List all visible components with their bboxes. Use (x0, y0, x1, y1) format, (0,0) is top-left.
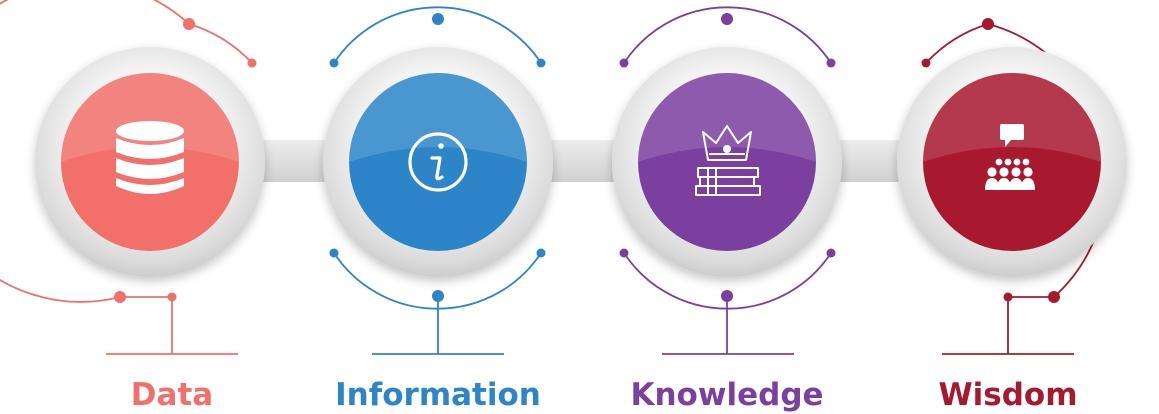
knowledge-dot (619, 58, 629, 68)
stage-label-knowledge: Knowledge (630, 377, 824, 413)
knowledge-dot (826, 58, 836, 68)
knowledge-disc-shine (638, 73, 816, 162)
data-dot (114, 291, 126, 303)
crown-books-icon (695, 125, 761, 196)
wisdom-top-arc (925, 23, 989, 64)
audience-presentation-icon (985, 124, 1035, 190)
stage-label-information: Information (335, 377, 541, 413)
data-disc (61, 73, 239, 251)
data-disc-shine (61, 73, 239, 162)
info-icon (408, 132, 468, 192)
stage-data (0, 0, 265, 355)
information-dot (432, 13, 444, 25)
knowledge-disc (638, 73, 816, 251)
wisdom-dot (982, 18, 994, 30)
knowledge-top-arc (623, 6, 832, 64)
information-dot (329, 58, 339, 68)
information-dot (536, 58, 546, 68)
stage-information (323, 6, 553, 355)
data-outer-arc (0, 0, 190, 303)
stage-wisdom (897, 18, 1127, 355)
stage-label-data: Data (130, 377, 214, 413)
wisdom-dot (1048, 291, 1060, 303)
knowledge-dot (619, 248, 629, 258)
database-icon (116, 121, 184, 194)
wisdom-disc-shine (923, 73, 1101, 162)
knowledge-dot (721, 13, 733, 25)
information-dot (329, 248, 339, 258)
information-disc-shine (349, 73, 527, 162)
knowledge-dot (826, 248, 836, 258)
connector-band (150, 140, 1030, 182)
data-dot (247, 58, 257, 68)
stage-label-wisdom: Wisdom (938, 377, 1078, 413)
information-top-arc (333, 6, 542, 64)
data-dot (183, 18, 195, 30)
information-dot (536, 248, 546, 258)
data-top-arc (188, 23, 253, 64)
wisdom-dot (921, 58, 931, 68)
stage-knowledge (612, 6, 842, 355)
wisdom-disc (923, 73, 1101, 251)
